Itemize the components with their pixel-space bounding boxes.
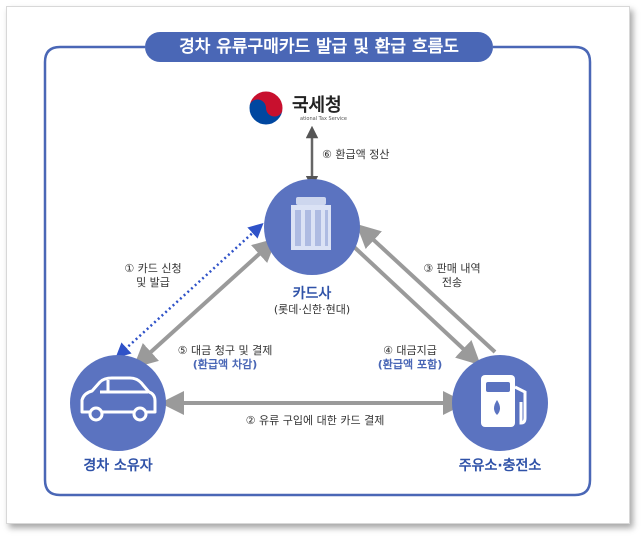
gas-station-name: 주유소·충전소: [458, 458, 542, 474]
step-5-line2: (환급액 차감): [192, 358, 258, 371]
arrow-billing: [133, 237, 277, 369]
arrow-sales-report: [356, 223, 497, 354]
step-3-line2: 전송: [441, 276, 463, 289]
step-1-line2: 및 발급: [136, 276, 170, 289]
card-company-name: 카드사: [292, 286, 332, 302]
building-icon: [291, 197, 331, 250]
nts-name: 국세청: [292, 95, 342, 116]
step-4-line1: ④ 대금지급: [383, 344, 437, 357]
car-icon: [80, 376, 157, 414]
step-3-label: ③ 판매 내역 전송: [412, 262, 492, 290]
arrow-apply-card: [115, 222, 264, 359]
page-title: 경차 유류구매카드 발급 및 환급 흐름도: [145, 32, 493, 62]
step-2-label: ② 유류 구입에 대한 카드 결제: [245, 414, 385, 427]
card-company-node: [264, 179, 360, 275]
step-1-label: ① 카드 신청 및 발급: [113, 262, 193, 290]
arrow-payment: [350, 243, 481, 366]
step-5-line1: ⑤ 대금 청구 및 결제: [177, 344, 273, 357]
step-5-label: ⑤ 대금 청구 및 결제 (환급액 차감): [165, 344, 285, 372]
nts-taeguk-logo: [248, 90, 284, 126]
gas-station-node: [452, 355, 548, 451]
card-company-detail: (롯데·신한·현대): [273, 303, 351, 316]
step-4-label: ④ 대금지급 (환급액 포함): [365, 344, 455, 372]
fuel-pump-icon: [481, 375, 527, 427]
step-1-line1: ① 카드 신청: [124, 262, 182, 275]
step-6-label: ⑥ 환급액 정산: [322, 148, 390, 161]
step-3-line1: ③ 판매 내역: [423, 262, 481, 275]
nts-english-name: ational Tax Service: [300, 116, 348, 122]
step-4-line2: (환급액 포함): [377, 358, 443, 371]
car-owner-node: [70, 355, 166, 451]
inner-frame: [43, 45, 592, 497]
car-owner-name: 경차 소유자: [83, 458, 153, 474]
